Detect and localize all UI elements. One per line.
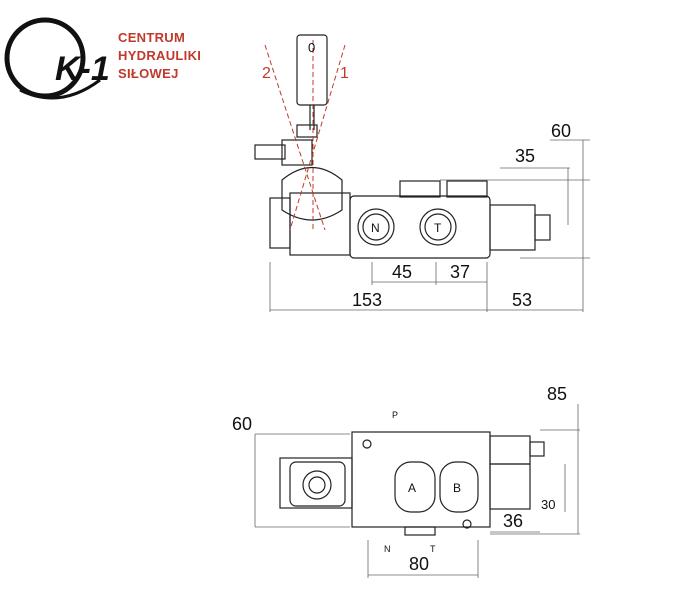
lever-motion-lines [264, 40, 346, 231]
dim-45: 45 [392, 262, 412, 282]
port-b: B [453, 481, 461, 495]
dim-153: 153 [352, 290, 382, 310]
company-logo: K-1 CENTRUM HYDRAULIKI SIŁOWEJ [4, 17, 201, 100]
port-label-p: P [392, 410, 398, 420]
dim-85: 85 [547, 384, 567, 404]
dim-35: 35 [515, 146, 535, 166]
logo-line-1: CENTRUM [118, 30, 185, 45]
dim-37: 37 [450, 262, 470, 282]
dim-80: 80 [409, 554, 429, 574]
top-view [254, 34, 590, 312]
logo-brand: K-1 [55, 50, 110, 88]
lever-handle [296, 34, 328, 106]
lever-position-0: 0 [308, 40, 315, 55]
port-label-t: T [430, 544, 436, 554]
port-label-n: N [384, 544, 391, 554]
logo-line-2: HYDRAULIKI [118, 48, 201, 63]
logo-line-3: SIŁOWEJ [118, 66, 179, 81]
dim-30: 30 [541, 497, 555, 512]
bottom-view [254, 404, 580, 578]
dim-36: 36 [503, 511, 523, 531]
dim-60-bottom: 60 [232, 414, 252, 434]
dim-60-top: 60 [551, 121, 571, 141]
lever-position-1: 1 [340, 65, 349, 82]
port-a: A [408, 481, 416, 495]
port-n-top: N [371, 221, 380, 235]
dim-53: 53 [512, 290, 532, 310]
lever-position-2: 2 [262, 65, 271, 82]
port-t-top: T [434, 221, 442, 235]
